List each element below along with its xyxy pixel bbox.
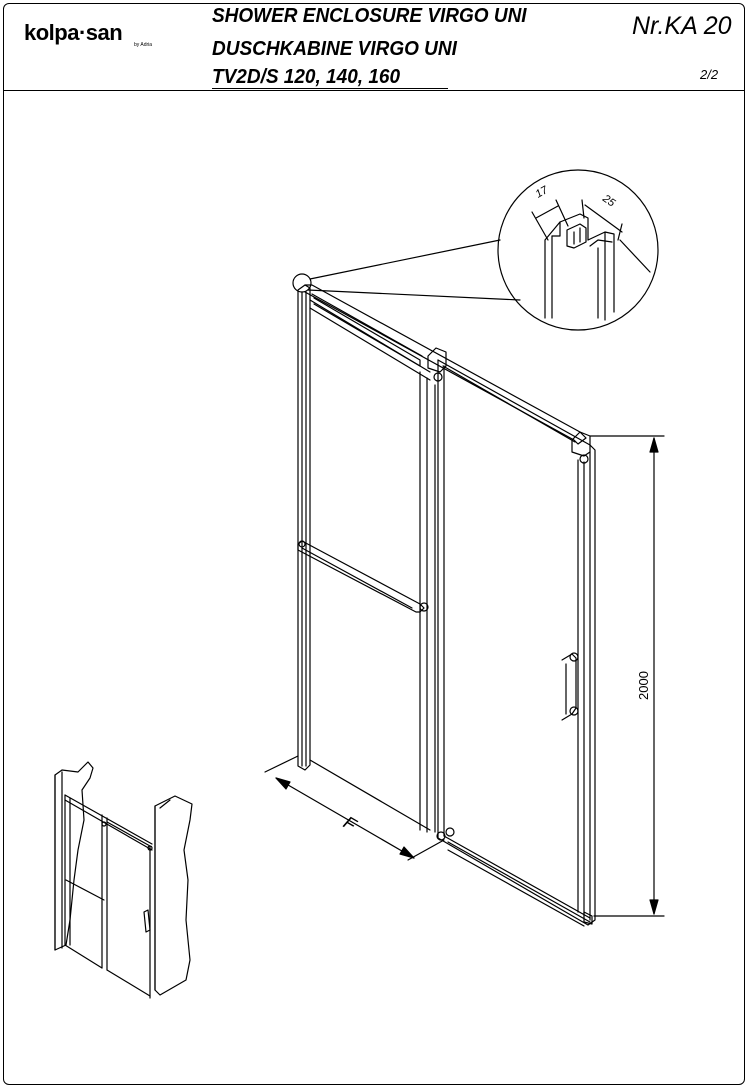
brand-logo-sub: by Adria [134, 42, 153, 48]
document-number: Nr.KA 20 [632, 12, 732, 40]
bottom-rail [443, 835, 591, 927]
title-line-2: DUSCHKABINE VIRGO UNI [212, 38, 457, 60]
left-wall [54, 761, 94, 951]
brand-logo: kolpa·san [24, 20, 123, 45]
title-line-1: SHOWER ENCLOSURE VIRGO UNI [212, 5, 527, 27]
width-dimension [264, 755, 445, 861]
door-right-profile [577, 451, 591, 921]
detail-leader-bottom [307, 289, 521, 301]
title-line-3: TV2D/S 120, 140, 160 [212, 66, 401, 88]
door-handle [561, 653, 577, 721]
title-block-divider [3, 90, 745, 91]
top-rail [304, 284, 587, 445]
title-underline [212, 88, 448, 89]
detail-callout [292, 169, 659, 331]
fixed-panel-right-edge [419, 371, 436, 833]
enclosure-main [297, 284, 596, 927]
installed-view [54, 761, 193, 999]
height-dimension [589, 435, 665, 917]
detail-source-circle [292, 273, 312, 293]
fixed-panel-bottom-edge [309, 759, 431, 831]
detail-leader-top [309, 239, 501, 280]
mini-top-rail [64, 794, 153, 851]
sliding-door-frame [437, 359, 596, 926]
detail-dim-17: 17 [534, 184, 551, 201]
detail-dim-25: 25 [599, 192, 617, 210]
right-wall [154, 795, 193, 996]
left-profile [297, 284, 311, 771]
detail-circle [497, 169, 659, 331]
height-dim-label: 2000 [636, 671, 651, 700]
width-dim-label: F [340, 812, 360, 835]
mini-towel-bar [65, 879, 105, 901]
towel-bar [297, 540, 425, 613]
mini-handle [143, 909, 151, 933]
sheet-border [3, 3, 745, 1085]
page-number: 2/2 [700, 67, 719, 82]
rail-connector-middle [427, 347, 447, 373]
